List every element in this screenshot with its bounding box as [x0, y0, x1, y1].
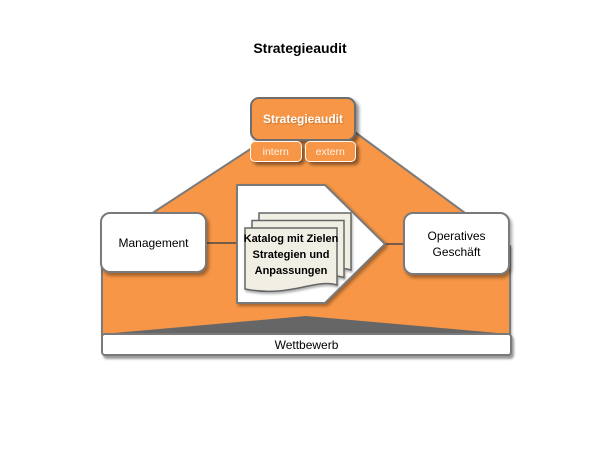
- catalog-line-3: Anpassungen: [254, 265, 328, 277]
- intern-label: intern: [262, 145, 289, 158]
- wettbewerb-label: Wettbewerb: [274, 337, 339, 352]
- operatives-geschaeft-label: Operatives Geschäft: [427, 228, 486, 259]
- gray-base-triangle: [103, 316, 509, 334]
- extern-box: extern: [304, 141, 356, 162]
- catalog-text: Katalog mit Zielen Strategien und Anpass…: [241, 231, 341, 279]
- management-label: Management: [118, 235, 189, 250]
- intern-box: intern: [250, 141, 302, 162]
- wettbewerb-bar: Wettbewerb: [101, 333, 512, 356]
- strategieaudit-group: Strategieaudit intern extern: [250, 97, 356, 162]
- strategieaudit-label: Strategieaudit: [262, 112, 343, 126]
- operatives-geschaeft-box: Operatives Geschäft: [403, 212, 510, 275]
- strategieaudit-box: Strategieaudit: [250, 97, 356, 141]
- paper-stack: [244, 212, 352, 293]
- extern-label: extern: [315, 145, 345, 158]
- paper-front: [244, 227, 338, 293]
- catalog-line-1: Katalog mit Zielen: [243, 233, 339, 245]
- diagram-title: Strategieaudit: [253, 40, 347, 56]
- catalog-line-2: Strategien und: [252, 249, 330, 261]
- management-box: Management: [100, 212, 207, 273]
- audit-sub-row: intern extern: [250, 141, 356, 162]
